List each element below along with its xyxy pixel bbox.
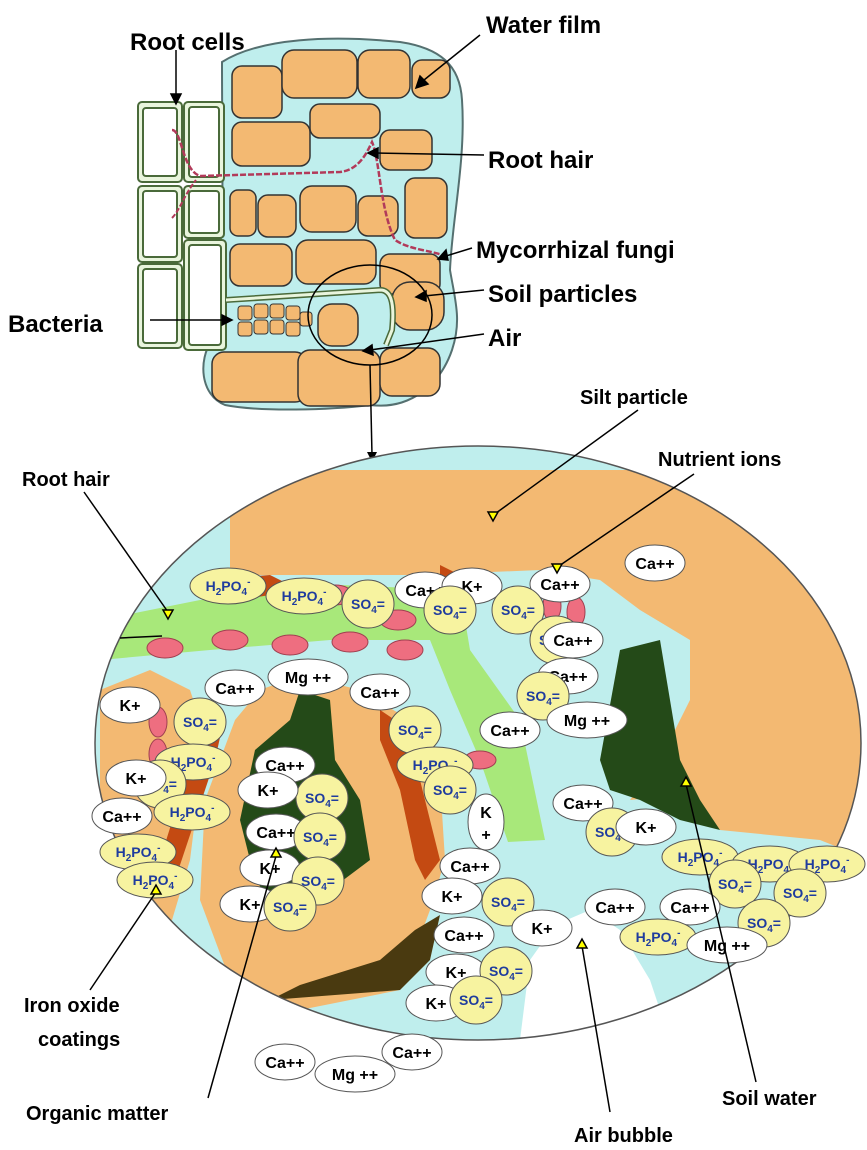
mg-ion: Mg ++ bbox=[315, 1056, 395, 1092]
label-air-bubble: Air bubble bbox=[574, 1125, 673, 1147]
svg-text:K+: K+ bbox=[126, 771, 147, 788]
label-bacteria: Bacteria bbox=[8, 311, 103, 338]
svg-text:K+: K+ bbox=[442, 889, 463, 906]
k-ion: K+ bbox=[512, 910, 572, 946]
svg-text:Mg ++: Mg ++ bbox=[704, 938, 750, 955]
svg-text:Ca++: Ca++ bbox=[392, 1045, 431, 1062]
label-root-cells: Root cells bbox=[130, 29, 245, 56]
label-water-film: Water film bbox=[486, 12, 601, 39]
svg-text:Ca++: Ca++ bbox=[540, 577, 579, 594]
k-ion: K+ bbox=[100, 687, 160, 723]
label-soil-water: Soil water bbox=[722, 1088, 817, 1110]
ca-ion: Ca++ bbox=[480, 712, 540, 748]
label-silt-particle: Silt particle bbox=[580, 387, 688, 409]
svg-text:Mg ++: Mg ++ bbox=[285, 670, 331, 687]
svg-text:K+: K+ bbox=[258, 783, 279, 800]
label-soil-particles: Soil particles bbox=[488, 281, 637, 308]
so4-ion: SO4= bbox=[450, 976, 502, 1024]
so4-ion: SO4= bbox=[424, 586, 476, 634]
so4-ion: SO4= bbox=[424, 766, 476, 814]
k-ion: K+ bbox=[422, 878, 482, 914]
label-root-hair-top: Root hair bbox=[488, 147, 593, 174]
svg-text:Ca++: Ca++ bbox=[265, 1055, 304, 1072]
svg-text:Ca++: Ca++ bbox=[215, 681, 254, 698]
label-nutrient-ions: Nutrient ions bbox=[658, 449, 781, 471]
mg-ion: Mg ++ bbox=[547, 702, 627, 738]
h2po4-ion: H2PO4- bbox=[154, 794, 230, 830]
ca-ion: Ca++ bbox=[350, 674, 410, 710]
ca-ion: Ca++ bbox=[434, 917, 494, 953]
top-diagram bbox=[138, 39, 463, 462]
svg-text:K+: K+ bbox=[532, 921, 553, 938]
svg-text:+: + bbox=[481, 827, 490, 844]
k-ion: K+ bbox=[240, 850, 300, 886]
svg-text:Ca++: Ca++ bbox=[595, 900, 634, 917]
svg-text:Ca++: Ca++ bbox=[450, 859, 489, 876]
h2po4-ion: H2PO4- bbox=[620, 919, 696, 955]
svg-text:Mg ++: Mg ++ bbox=[564, 713, 610, 730]
svg-text:K+: K+ bbox=[120, 698, 141, 715]
svg-text:Ca++: Ca++ bbox=[490, 723, 529, 740]
so4-ion: SO4= bbox=[264, 883, 316, 931]
svg-text:Ca++: Ca++ bbox=[102, 809, 141, 826]
k-ion: K+ bbox=[616, 809, 676, 845]
ca-ion: Ca++ bbox=[543, 622, 603, 658]
k-ion: K+ bbox=[238, 772, 298, 808]
label-root-hair-detail: Root hair bbox=[22, 469, 110, 491]
ca-ion: Ca++ bbox=[585, 889, 645, 925]
svg-text:K+: K+ bbox=[426, 996, 447, 1013]
svg-text:Ca++: Ca++ bbox=[360, 685, 399, 702]
so4-ion: SO4= bbox=[294, 813, 346, 861]
h2po4-ion: H2PO4- bbox=[266, 578, 342, 614]
svg-text:K+: K+ bbox=[240, 897, 261, 914]
svg-text:Ca++: Ca++ bbox=[444, 928, 483, 945]
k-ion: K+ bbox=[106, 760, 166, 796]
ca-ion: Ca++ bbox=[382, 1034, 442, 1070]
label-mycorrhizal: Mycorrhizal fungi bbox=[476, 237, 675, 264]
mg-ion: Mg ++ bbox=[268, 659, 348, 695]
svg-text:Ca++: Ca++ bbox=[670, 900, 709, 917]
svg-text:K+: K+ bbox=[636, 820, 657, 837]
ca-ion: Ca++ bbox=[625, 545, 685, 581]
label-organic-matter: Organic matter bbox=[26, 1103, 168, 1125]
label-iron-oxide-2: coatings bbox=[38, 1029, 120, 1051]
svg-text:K: K bbox=[480, 805, 492, 822]
svg-text:Ca++: Ca++ bbox=[635, 556, 674, 573]
so4-ion: SO4= bbox=[174, 698, 226, 746]
label-air: Air bbox=[488, 325, 521, 352]
svg-text:Ca++: Ca++ bbox=[563, 796, 602, 813]
k-ion: K+ bbox=[468, 794, 504, 850]
label-iron-oxide-1: Iron oxide bbox=[24, 995, 120, 1017]
root-cells bbox=[138, 102, 226, 350]
svg-text:Ca++: Ca++ bbox=[553, 633, 592, 650]
ca-ion: Ca++ bbox=[92, 798, 152, 834]
h2po4-ion: H2PO4- bbox=[190, 568, 266, 604]
svg-text:Ca++: Ca++ bbox=[256, 825, 295, 842]
ca-ion: Ca++ bbox=[255, 1044, 315, 1080]
svg-text:Mg ++: Mg ++ bbox=[332, 1067, 378, 1084]
so4-ion: SO4= bbox=[342, 580, 394, 628]
ca-ion: Ca++ bbox=[205, 670, 265, 706]
